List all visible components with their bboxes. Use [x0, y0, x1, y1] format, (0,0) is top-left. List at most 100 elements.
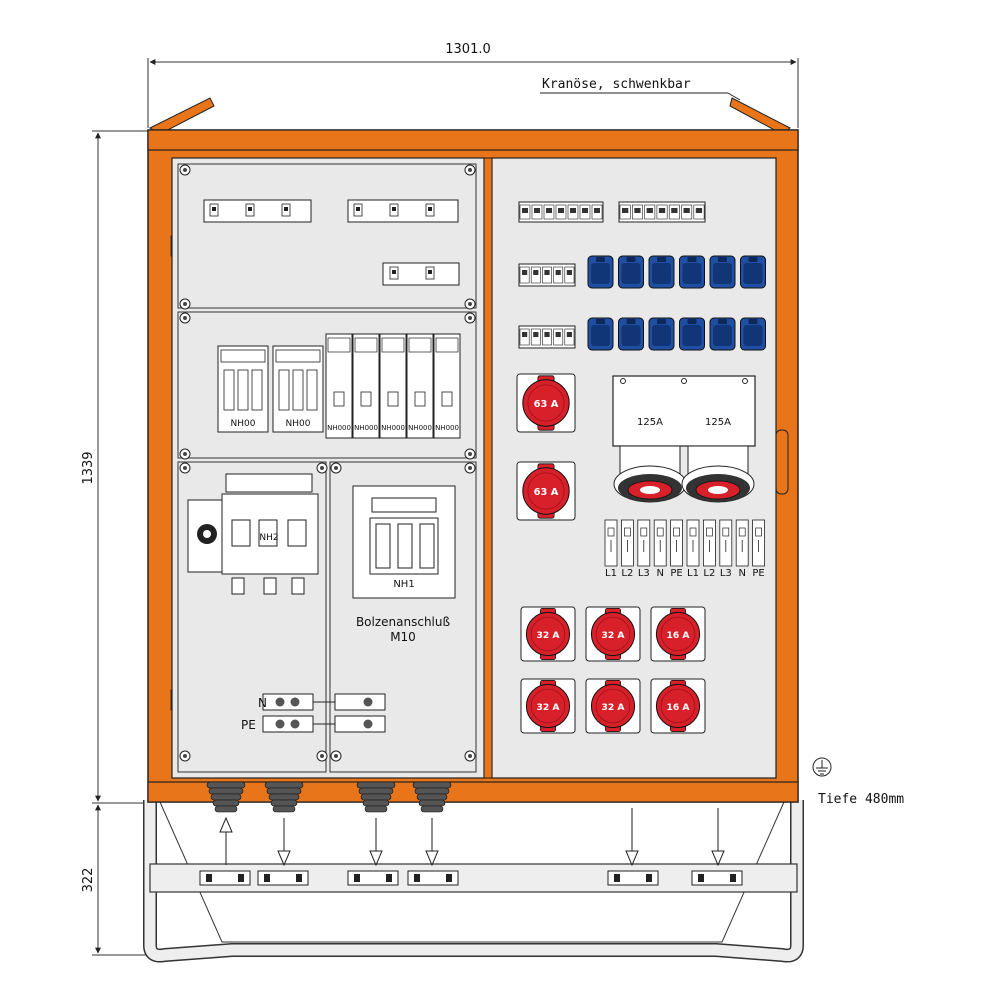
- terminal-label: L2: [621, 568, 633, 579]
- dimension-width: 1301.0: [147, 42, 799, 128]
- mcb-module: [389, 203, 399, 217]
- cable-arrow: [711, 808, 725, 867]
- schuko-socket: [648, 255, 675, 289]
- schuko-sockets-row-1: [587, 255, 766, 289]
- cable-arrow: [277, 818, 291, 867]
- mcb-module: [542, 266, 552, 284]
- screw: [316, 750, 328, 762]
- cee-socket: 16 A: [650, 678, 706, 734]
- mcb-module: [425, 203, 435, 217]
- cable-arrow: [369, 818, 383, 867]
- mcb-module: [564, 328, 575, 346]
- fuse-label: NH000: [435, 424, 459, 432]
- terminal: L3: [637, 519, 651, 579]
- rail-clamp: [257, 870, 309, 886]
- mcb-module: [531, 204, 543, 220]
- mcb-module: [555, 204, 567, 220]
- mcb-module: [656, 204, 668, 220]
- mcb-module: [553, 328, 564, 346]
- terminal-label: N: [738, 568, 745, 579]
- mcb-module: [579, 204, 591, 220]
- screw: [464, 298, 476, 310]
- cee-socket-125a-unit: 125A 125A: [612, 375, 756, 447]
- mcb-module: [644, 204, 656, 220]
- mcb-module: [389, 266, 399, 280]
- fuse-base-nh000: NH000: [379, 333, 407, 439]
- mcb-group-top-left: [203, 199, 460, 286]
- cee-socket-label: 32 A: [536, 630, 560, 641]
- mcb-module: [209, 203, 219, 217]
- mcb-module: [543, 204, 555, 220]
- fuse-base-nh00: NH00: [217, 345, 269, 433]
- cee-socket: 32 A: [520, 606, 576, 662]
- schuko-socket: [679, 317, 705, 351]
- mcb-module: [353, 203, 363, 217]
- screw: [464, 164, 476, 176]
- schuko-socket: [618, 317, 644, 351]
- screw: [179, 312, 191, 324]
- terminal: N: [735, 519, 749, 579]
- fuse-label: NH00: [231, 419, 256, 429]
- mcb-module: [530, 328, 541, 346]
- cable-glands: [206, 781, 452, 813]
- cee-socket-125a: [613, 445, 687, 503]
- rail-clamp: [607, 870, 659, 886]
- mcb-module: [591, 204, 603, 220]
- terminal-label: L2: [703, 568, 715, 579]
- mcb-module: [425, 266, 435, 280]
- mcb-module: [619, 204, 631, 220]
- cee-socket: 32 A: [585, 678, 641, 734]
- screw: [464, 750, 476, 762]
- screw: [179, 298, 191, 310]
- cable-gland: [412, 781, 452, 813]
- n-label: N: [258, 696, 267, 710]
- terminal: PE: [752, 519, 765, 579]
- cee-socket-label: 32 A: [601, 630, 625, 641]
- fuse-base-nh000: NH000: [352, 333, 380, 439]
- schuko-socket: [709, 255, 736, 289]
- schuko-socket: [648, 317, 675, 351]
- screw: [179, 462, 191, 474]
- cee-socket: 63 A: [516, 461, 576, 521]
- rail-clamp: [199, 870, 251, 886]
- terminal: L1: [686, 519, 700, 579]
- schuko-socket: [587, 317, 614, 351]
- cee-sockets-63a: 63 A 63 A: [516, 373, 576, 521]
- terminal: N: [653, 519, 667, 579]
- terminal-label: PE: [670, 568, 682, 579]
- mcb-module: [681, 204, 693, 220]
- screw: [179, 448, 191, 460]
- terminal-label: L1: [687, 568, 699, 579]
- screw: [316, 462, 328, 474]
- cable-gland: [206, 781, 246, 813]
- terminal-label: L3: [638, 568, 650, 579]
- cee-socket-125a: [681, 445, 755, 503]
- fuse-base-nh000: NH000: [406, 333, 434, 439]
- crane-eye-right: [729, 97, 791, 135]
- schuko-socket: [709, 317, 736, 351]
- screw: [179, 164, 191, 176]
- screw: [464, 448, 476, 460]
- fuse-label: NH000: [327, 424, 351, 432]
- terminal: L2: [621, 519, 634, 579]
- neutral-pe-bars: N PE: [241, 693, 386, 733]
- mcb-module: [519, 204, 531, 220]
- fuse-label: NH00: [286, 419, 311, 429]
- cee-sockets-125a: [613, 445, 755, 503]
- width-label: 1301.0: [445, 42, 491, 57]
- mcb-module: [693, 204, 705, 220]
- mcb-module: [631, 204, 643, 220]
- mcb-module: [564, 266, 575, 284]
- socket-125a-label-2: 125A: [705, 417, 731, 428]
- schuko-socket: [740, 255, 766, 289]
- height-label: 1339: [81, 451, 96, 484]
- mcb-module: [668, 204, 680, 220]
- cee-socket: 63 A: [516, 373, 576, 433]
- schuko-socket: [679, 255, 705, 289]
- mcb-details: [209, 203, 435, 280]
- cable-arrow: [219, 816, 233, 865]
- cable-gland: [356, 781, 396, 813]
